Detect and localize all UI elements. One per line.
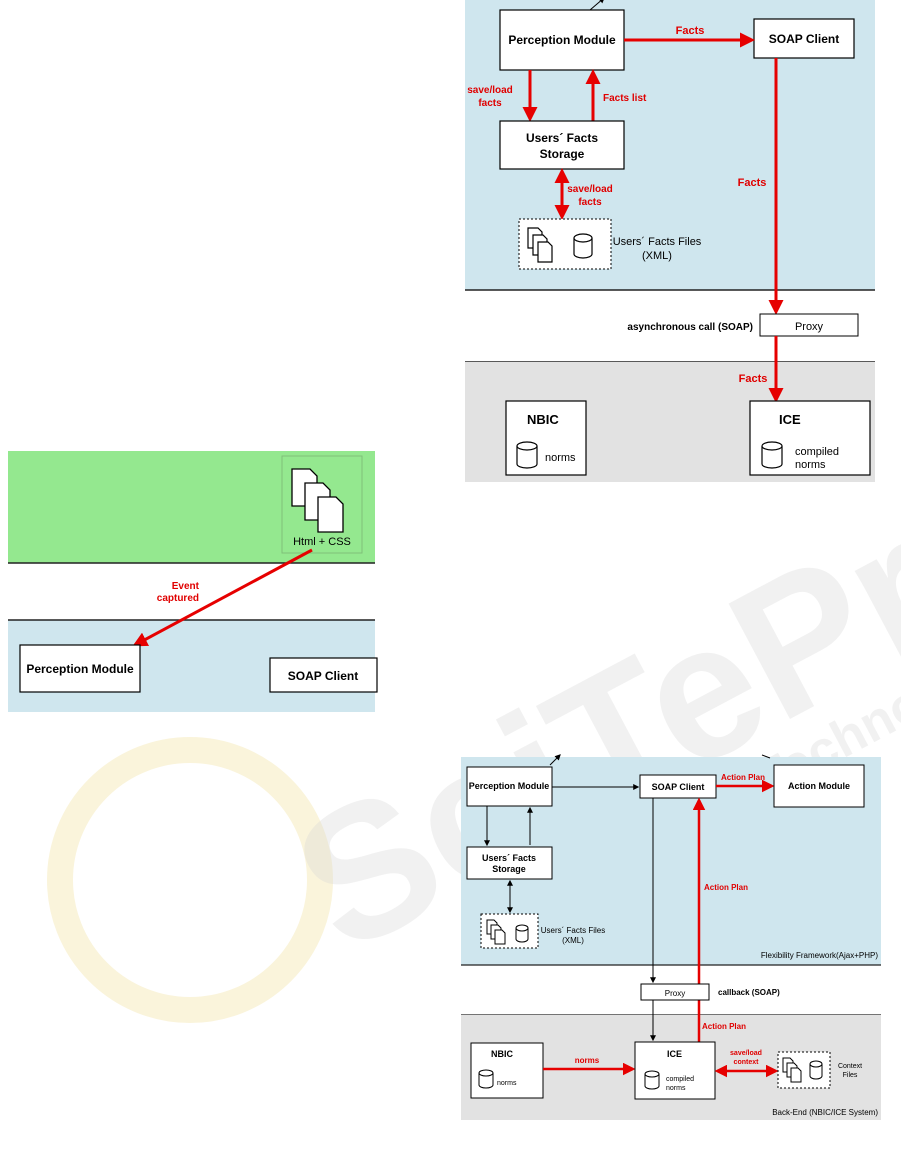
- database-icon: [644, 1070, 660, 1090]
- users-facts-files-label: Users´ Facts Files: [541, 926, 605, 935]
- context-files-label: Context: [838, 1063, 862, 1070]
- save-load-facts-label-2: facts: [578, 197, 602, 208]
- norms-arrow-label: norms: [575, 1056, 600, 1065]
- proxy-box: [640, 983, 710, 1001]
- soap-client-label: SOAP Client: [288, 669, 358, 683]
- compiled-norms-label: norms: [795, 459, 826, 471]
- users-facts-storage-box: [499, 120, 625, 170]
- action-module-box: [773, 764, 865, 808]
- event-captured-label: Event: [172, 581, 200, 592]
- documents-icon: [291, 468, 344, 533]
- perception-module-box: [19, 644, 141, 693]
- figure-left: Html + CSS Event captured Perception Mod…: [8, 451, 378, 712]
- users-facts-files-label: (XML): [562, 936, 584, 945]
- incoming-arrow: [549, 754, 561, 766]
- database-icon: [478, 1069, 494, 1089]
- perception-module-label: Perception Module: [508, 33, 616, 47]
- soap-client-label: SOAP Client: [769, 32, 839, 46]
- database-icon: [809, 1060, 823, 1080]
- compiled-norms-label: compiled: [666, 1076, 694, 1083]
- database-icon: [516, 441, 538, 469]
- soap-client-box: [269, 657, 378, 693]
- users-facts-files-label: (XML): [642, 250, 672, 262]
- proxy-label: Proxy: [795, 321, 824, 333]
- backend-label: Back-End (NBIC/ICE System): [772, 1108, 878, 1117]
- facts-label: Facts: [738, 177, 767, 189]
- users-facts-files-label: Users´ Facts Files: [613, 236, 702, 248]
- norms-label: norms: [497, 1080, 517, 1087]
- watermark-ring: [47, 737, 333, 1023]
- users-facts-storage-label: Users´ Facts: [482, 853, 536, 863]
- nbic-label: NBIC: [527, 412, 559, 427]
- compiled-norms-label: norms: [666, 1085, 686, 1092]
- compiled-norms-label: compiled: [795, 446, 839, 458]
- action-plan-label: Action Plan: [702, 1022, 746, 1031]
- incoming-arrow: [589, 0, 605, 11]
- save-load-context-label: context: [734, 1059, 760, 1066]
- figure-bottom: Perception Module SOAP Client Action Pla…: [461, 754, 881, 1120]
- save-load-facts-label-2: save/load: [567, 184, 613, 195]
- facts-label: Facts: [676, 25, 705, 37]
- documents-icon: [782, 1057, 802, 1083]
- nbic-label: NBIC: [491, 1049, 513, 1059]
- incoming-arrow: [761, 754, 771, 759]
- users-facts-storage-box: [466, 846, 553, 880]
- users-facts-storage-label: Storage: [492, 864, 526, 874]
- database-icon: [573, 233, 593, 259]
- users-facts-storage-label: Users´ Facts: [526, 131, 598, 145]
- event-captured-label: captured: [157, 593, 199, 604]
- callback-label: callback (SOAP): [718, 988, 780, 997]
- save-load-context-label: save/load: [730, 1050, 762, 1057]
- context-files-label: Files: [843, 1072, 858, 1079]
- html-css-label: Html + CSS: [293, 536, 351, 548]
- event-captured-arrow: [132, 548, 313, 647]
- database-icon: [515, 924, 529, 943]
- database-icon: [761, 441, 783, 469]
- ice-label: ICE: [667, 1049, 682, 1059]
- async-call-label: asynchronous call (SOAP): [627, 322, 753, 333]
- facts-label: Facts: [739, 373, 768, 385]
- action-plan-label: Action Plan: [721, 773, 765, 782]
- ice-label: ICE: [779, 412, 801, 427]
- action-module-label: Action Module: [788, 781, 850, 791]
- proxy-label: Proxy: [665, 989, 685, 998]
- facts-list-label: Facts list: [603, 93, 647, 104]
- users-facts-storage-label: Storage: [540, 147, 585, 161]
- perception-module-label: Perception Module: [469, 781, 550, 791]
- documents-icon: [486, 919, 506, 945]
- proxy-box: [759, 313, 859, 337]
- documents-icon: [527, 227, 553, 263]
- save-load-facts-label: facts: [478, 98, 502, 109]
- soap-client-box: [753, 18, 855, 59]
- perception-module-box: [466, 766, 553, 807]
- norms-label: norms: [545, 452, 576, 464]
- action-plan-label: Action Plan: [704, 883, 748, 892]
- soap-client-label: SOAP Client: [652, 782, 705, 792]
- save-load-facts-label: save/load: [467, 85, 513, 96]
- perception-module-label: Perception Module: [26, 662, 134, 676]
- flexibility-framework-label: Flexibility Framework(Ajax+PHP): [761, 951, 878, 960]
- figure-top: Perception Module SOAP Client Facts save…: [465, 0, 875, 482]
